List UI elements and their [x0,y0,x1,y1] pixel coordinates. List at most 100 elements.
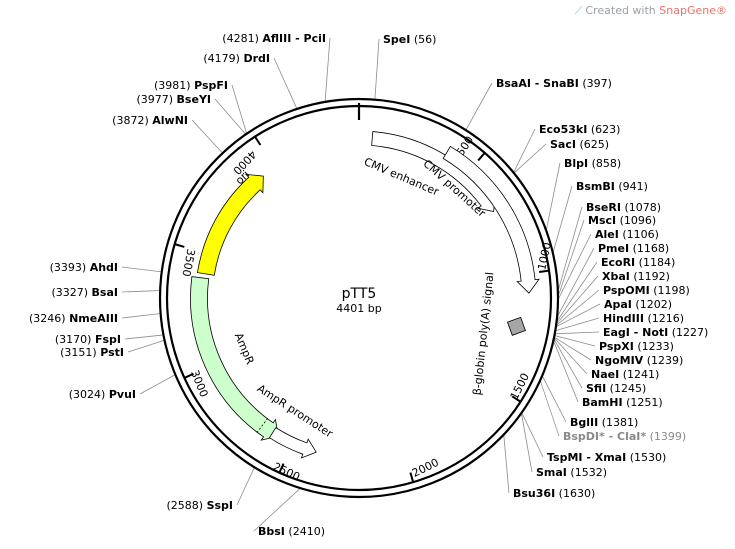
site-connector-line [556,247,595,318]
site-label: BglII (1381) [570,416,638,429]
site-label: EcoRI (1184) [601,256,675,269]
site-label: XbaI (1192) [602,270,670,283]
site-label: PmeI (1168) [598,242,669,255]
site-name: HindIII [603,312,644,325]
site-label: Eco53kI (623) [539,123,620,136]
site-label: BspDI* - ClaI* (1399) [563,430,686,443]
site-name: NaeI [591,368,619,381]
site-connector-line [273,57,298,110]
ruler-tick-mark [184,372,194,379]
ruler-tick-label: 1000 [535,241,554,271]
site-connector-line [539,380,560,437]
cmv-promoter-arrow [442,145,540,294]
site-position: (1245) [610,382,647,395]
site-connector-line [121,313,161,319]
site-position: (1198) [653,284,690,297]
site-label: SacI (625) [550,138,609,151]
site-name: Bsu36I [513,487,555,500]
site-connector-line [236,467,255,506]
site-position: (1192) [633,270,670,283]
site-connector-line [521,412,544,458]
site-name: FspI [95,333,121,346]
site-name: PspOMI [603,284,650,297]
site-position: (3246) [29,312,66,325]
site-position: (1530) [630,451,667,464]
site-connector-line [231,84,248,134]
site-position: (56) [414,33,437,46]
site-label: (3024) PvuI [69,388,136,401]
ruler-tick-label: 2500 [271,460,302,484]
site-name: PmeI [598,242,629,255]
site-name: PvuI [109,388,136,401]
site-name: PspFI [194,79,228,92]
site-position: (2588) [166,499,203,512]
site-name: SfiI [586,382,606,395]
ori-arrow [197,173,264,276]
site-position: (1251) [626,396,663,409]
site-label: PspXI (1233) [599,340,674,353]
site-connector-line [545,162,561,231]
site-connector-line [127,339,165,353]
site-connector-line [191,119,223,154]
site-position: (3981) [154,79,191,92]
site-label: BamHI (1251) [582,396,663,409]
feature-arrows [190,131,540,459]
ampr-promoter-boundary [256,418,269,433]
site-connector-line [465,82,493,131]
site-name: ApaI [604,298,632,311]
site-name: BglII [570,416,598,429]
site-name: MscI [588,214,616,227]
restriction-site-labels: SpeI (56) BsaAI - SnaBI (397) Eco53kI (623… [29,32,708,538]
site-name: AleI [595,228,619,241]
site-label: NaeI (1241) [591,368,659,381]
site-label: BsaAI - SnaBI (397) [496,77,612,90]
site-name: SmaI [536,466,567,479]
site-label: BbsI (2410) [258,525,325,538]
ampr-promoter-arrow [268,427,317,459]
site-connector-line [557,233,592,300]
site-name: TspMI - XmaI [547,451,626,464]
site-connector-lines [121,37,601,532]
site-position: (1630) [559,487,596,500]
site-name: BbsI [258,525,285,538]
site-position: (1216) [647,312,684,325]
site-position: (941) [618,180,648,193]
site-connector-line [555,275,599,325]
site-position: (1227) [672,326,709,339]
plasmid-size: 4401 bp [336,302,381,315]
site-position: (1532) [570,466,607,479]
site-name: SpeI [383,33,410,46]
site-name: PspXI [599,340,634,353]
site-position: (3393) [50,261,87,274]
ruler-tick-mark [477,152,486,162]
site-connector-line [324,37,331,102]
site-position: (858) [592,157,622,170]
ampr-label: AmpR [232,331,257,367]
ruler-tick-mark [278,463,285,474]
site-name: SspI [207,499,233,512]
site-label: (4281) AflIII - PciI [222,32,326,45]
site-label: (3872) AlwNI [112,114,188,127]
site-position: (1241) [623,368,660,381]
ruler-tick-mark [174,243,185,248]
ruler-tick-label: 2000 [410,456,441,480]
site-connector-line [556,261,598,322]
site-name: PstI [100,346,124,359]
site-label: EagI - NotI (1227) [603,326,708,339]
site-position: (1239) [647,354,684,367]
site-connector-line [513,128,536,173]
site-name: BamHI [582,396,623,409]
site-position: (3151) [60,346,97,359]
site-label: SpeI (56) [383,33,436,46]
site-connector-line [541,375,567,423]
site-connector-line [554,331,600,335]
site-label: (3977) BseYI [136,93,211,106]
cmv-enhancer-arrow [371,131,497,212]
site-name: AlwNI [152,114,188,127]
site-label: (3246) NmeAIII [29,312,118,325]
site-connector-line [555,317,600,332]
ruler-tick-label: 3000 [188,368,211,399]
site-connector-line [554,335,596,347]
site-label: BseRI (1078) [586,201,661,214]
site-name: BsaAI - SnaBI [496,77,579,90]
